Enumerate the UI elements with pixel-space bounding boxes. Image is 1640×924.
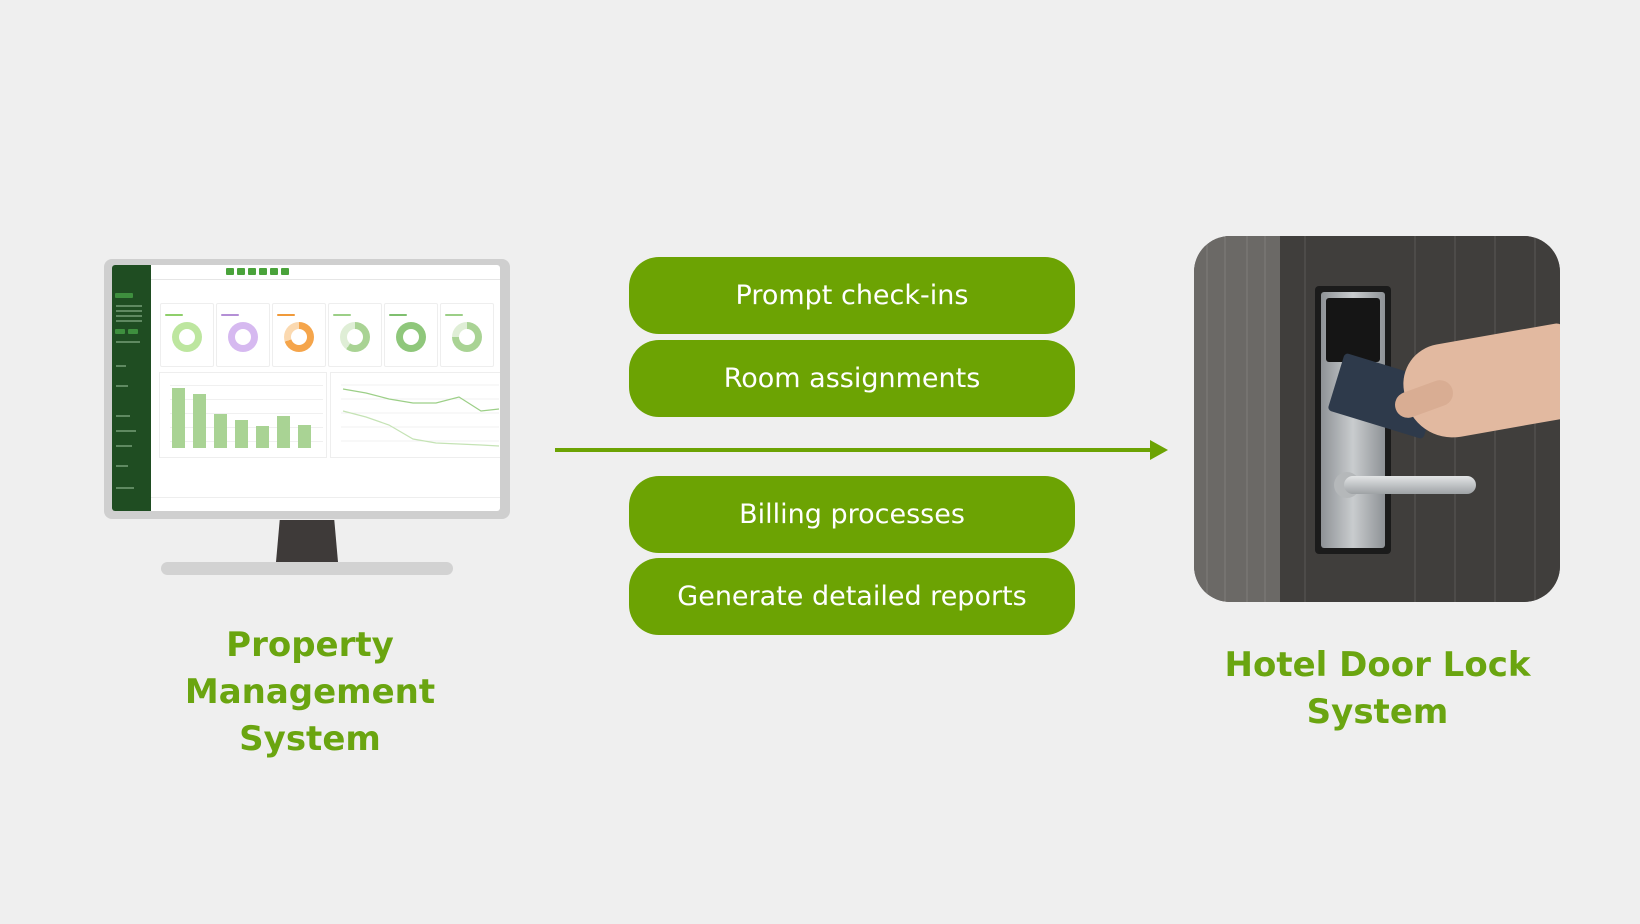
pms-title-line-2: System: [239, 719, 381, 759]
door-handle: [1344, 476, 1476, 494]
pms-toolbar: [151, 265, 500, 280]
feature-pill-reports: Generate detailed reports: [629, 558, 1075, 635]
monitor-base: [161, 562, 453, 575]
lock-title: Hotel Door Lock System: [1180, 642, 1575, 736]
pms-title-line-1: Property Management: [184, 625, 436, 712]
pms-title: Property Management System: [100, 622, 520, 763]
pms-dashboard-screen: [112, 265, 500, 511]
pms-line-chart-thumbnail: [330, 372, 500, 458]
card-reader: [1326, 298, 1380, 362]
lock-title-line-1: Hotel Door Lock: [1224, 645, 1531, 685]
arrow-right-icon: [1150, 440, 1168, 460]
feature-pill-room-assignments: Room assignments: [629, 340, 1075, 417]
lock-title-line-2: System: [1306, 692, 1449, 732]
monitor-stand: [276, 520, 338, 562]
feature-pill-billing: Billing processes: [629, 476, 1075, 553]
feature-pill-check-ins: Prompt check-ins: [629, 257, 1075, 334]
door-lock-photo: [1194, 236, 1560, 602]
pms-monitor-illustration: [104, 259, 510, 519]
pms-bar-chart-thumbnail: [159, 372, 327, 458]
flow-arrow-shaft: [555, 448, 1155, 452]
pms-sidebar: [112, 265, 151, 511]
